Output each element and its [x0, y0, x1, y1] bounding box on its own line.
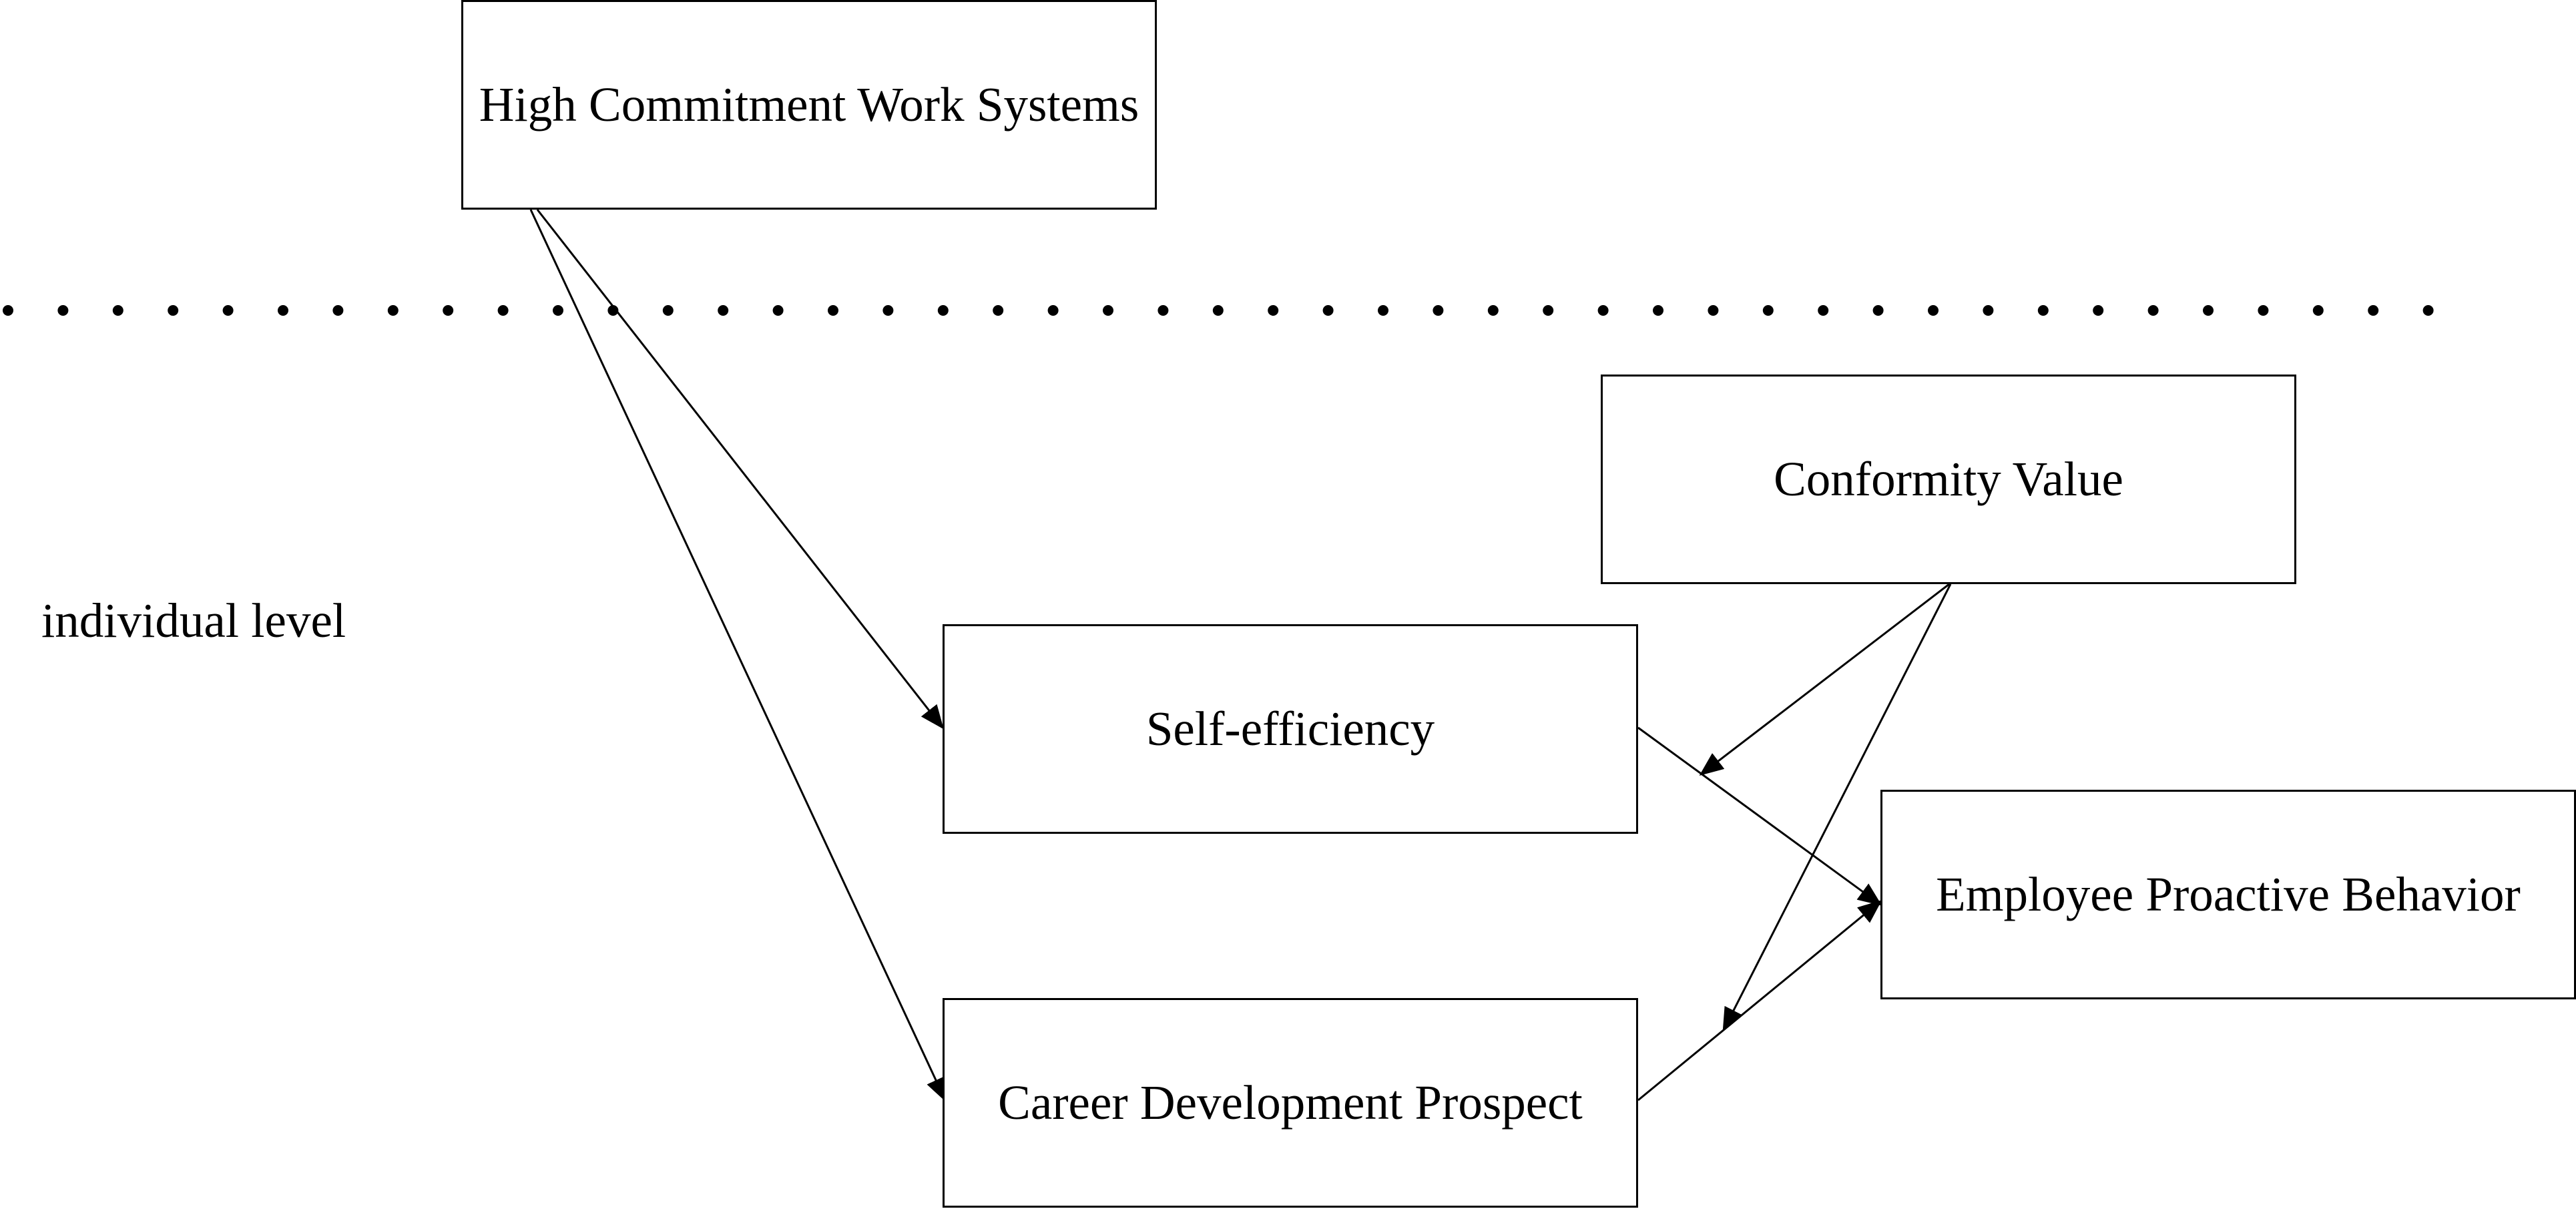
node-label: Self-efficiency	[1145, 702, 1435, 756]
divider-dot	[3, 305, 13, 316]
node-career-development-prospect: Career Development Prospect	[943, 998, 1638, 1208]
edge-conformity-moderates-self-efficiency-path	[1699, 583, 1950, 776]
divider-dot	[1597, 305, 1609, 316]
divider-dot	[718, 305, 729, 316]
divider-dot	[1322, 305, 1334, 316]
divider-dot	[1983, 305, 1994, 316]
divider-dot	[1708, 305, 1719, 316]
divider-dot	[2258, 305, 2269, 316]
divider-dot	[387, 305, 399, 316]
edge-self-efficiency-to-epb	[1637, 726, 1882, 906]
divider-dot	[2037, 305, 2049, 316]
divider-dot	[993, 305, 1004, 316]
node-label: Employee Proactive Behavior	[1936, 867, 2521, 922]
edge-career-to-epb	[1637, 900, 1882, 1102]
divider-dot	[497, 305, 509, 316]
divider-dot	[1487, 305, 1499, 316]
node-label: Conformity Value	[1774, 452, 2123, 507]
divider-dot	[332, 305, 344, 316]
divider-dot	[278, 305, 288, 316]
divider-dot	[168, 305, 179, 316]
node-conformity-value: Conformity Value	[1601, 375, 2296, 584]
divider-dot	[1872, 305, 1884, 316]
divider-dot	[772, 305, 784, 316]
divider-dot	[443, 305, 454, 316]
divider-dot	[882, 305, 894, 316]
divider-dot	[1928, 305, 1939, 316]
divider-dot	[662, 305, 674, 316]
divider-dot	[1378, 305, 1388, 316]
divider-dot	[57, 305, 69, 316]
divider-dot	[1818, 305, 1829, 316]
edge-hcws-to-career	[529, 209, 947, 1102]
divider-dot	[222, 305, 234, 316]
divider-dot	[1762, 305, 1774, 316]
divider-dot	[1103, 305, 1113, 316]
divider-dot	[1157, 305, 1169, 316]
node-label: Career Development Prospect	[998, 1075, 1583, 1130]
edge-hcws-to-self-efficiency	[536, 209, 944, 730]
divider-dot	[2368, 305, 2379, 316]
divider-dot	[2422, 305, 2434, 316]
divider-dot	[828, 305, 838, 316]
divider-dot	[2203, 305, 2214, 316]
node-employee-proactive-behavior: Employee Proactive Behavior	[1880, 790, 2576, 999]
node-self-efficiency: Self-efficiency	[943, 624, 1638, 834]
divider-dot	[937, 305, 949, 316]
divider-dot	[2312, 305, 2324, 316]
level-divider-dotted-line	[3, 305, 2434, 316]
divider-dot	[1047, 305, 1059, 316]
divider-dot	[1543, 305, 1554, 316]
divider-dot	[1433, 305, 1444, 316]
divider-dot	[1268, 305, 1279, 316]
divider-dot	[553, 305, 563, 316]
divider-dot	[2093, 305, 2104, 316]
edge-conformity-moderates-career-path	[1722, 583, 1952, 1032]
divider-dot	[1653, 305, 1663, 316]
node-label: High Commitment Work Systems	[479, 77, 1139, 132]
divider-dot	[607, 305, 619, 316]
divider-dot	[1212, 305, 1224, 316]
divider-dot	[112, 305, 123, 316]
level-label-individual: individual level	[41, 593, 346, 648]
divider-dot	[2147, 305, 2159, 316]
node-high-commitment-work-systems: High Commitment Work Systems	[461, 0, 1157, 210]
